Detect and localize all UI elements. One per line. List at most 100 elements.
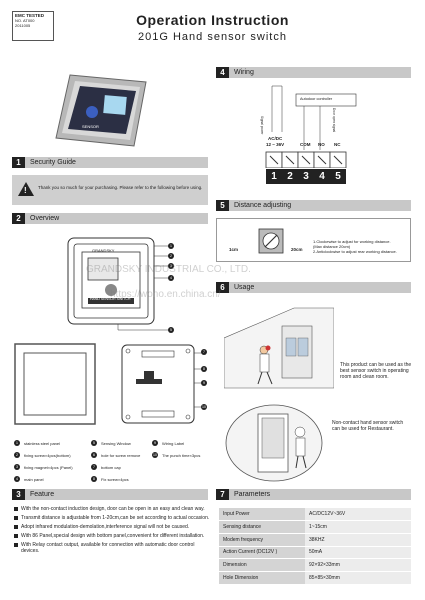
power-label: AC/DC <box>268 136 283 141</box>
front-panel-drawing <box>67 237 168 331</box>
param-value: 92×92×33mm <box>305 558 411 572</box>
callout-1: 1 <box>168 243 174 249</box>
device-label: HAND SENSOR SWITCH <box>90 297 131 301</box>
usage-operating-room-illustration <box>224 307 334 389</box>
com-label: COM <box>300 142 311 147</box>
usage-note-2: Non-contact hand sensor switch can be us… <box>332 420 404 432</box>
terminal-4: 4 <box>314 169 330 184</box>
section-label: Parameters <box>234 491 271 498</box>
param-value: AC/DC12V~36V <box>305 508 411 522</box>
callout-7: 7 <box>201 349 207 355</box>
section-label: Distance adjusting <box>234 202 292 209</box>
legend-num: 3 <box>14 464 20 470</box>
warning-icon: ! <box>18 182 34 196</box>
signal-power-label: Signal power <box>260 116 264 135</box>
svg-text:SENSOR: SENSOR <box>82 124 99 129</box>
param-key: Hole Dimension <box>219 571 305 585</box>
param-value: 85×85×30mm <box>305 571 411 585</box>
legend-text: stainless steel panel <box>24 441 61 446</box>
section-number: 4 <box>216 67 229 78</box>
param-value: 1~15cm <box>305 520 411 534</box>
legend-text: Wiring Label <box>162 441 185 446</box>
section-label: Overview <box>30 215 60 222</box>
callout-8: 8 <box>201 366 207 372</box>
feature-item: Transmit distance is adjustable from 1-2… <box>14 515 214 521</box>
distance-note-2: 2.Anticlockwise to adjust rear working d… <box>313 249 397 254</box>
legend-num: 2 <box>14 452 20 458</box>
section-number: 1 <box>12 157 25 168</box>
callout-4: 4 <box>168 275 174 281</box>
section-feature: 3 Feature <box>12 489 208 500</box>
legend-text: fixing screw×4pcs(bottom) <box>24 453 71 458</box>
page-subtitle: 201G Hand sensor switch <box>138 31 287 43</box>
watermark-line-1: GRANDSKY INDUSTRIAL CO., LTD. <box>86 264 251 275</box>
callout-9: 9 <box>201 380 207 386</box>
section-security-guide: 1 Security Guide <box>12 157 208 168</box>
section-parameters: 7 Parameters <box>216 489 411 500</box>
adjust-knob-icon <box>258 228 284 254</box>
emc-line1: NO. AT000 <box>15 18 35 23</box>
square-panel-drawing <box>14 343 96 425</box>
terminal-3: 3 <box>298 169 314 184</box>
legend-num: 5 <box>91 440 97 446</box>
terminal-2: 2 <box>282 169 298 184</box>
distance-max: 20cm <box>291 247 303 252</box>
legend-text: Fix screw×4pcs <box>101 477 129 482</box>
voltage-label: 12 ~ 36V <box>266 142 285 147</box>
legend-num: 9 <box>152 440 158 446</box>
section-overview: 2 Overview <box>12 213 208 224</box>
section-distance: 5 Distance adjusting <box>216 200 411 211</box>
controller-label: Autodoor controller <box>300 97 333 101</box>
product-photo: SENSOR <box>55 74 147 147</box>
legend-text: bottom cap <box>101 465 121 470</box>
section-number: 2 <box>12 213 25 224</box>
nc-label: NC <box>334 142 341 147</box>
distance-note-1: 1.Clockewise to adjust for working dista… <box>313 239 391 244</box>
security-guide-box: ! Thank you so much for your purchasing.… <box>12 175 208 205</box>
callout-5: 5 <box>168 327 174 333</box>
door-signal-label: Door open signal <box>332 108 336 133</box>
section-label: Usage <box>234 284 255 291</box>
feature-item: With the non-contact induction design, d… <box>14 506 214 512</box>
callout-10: 10 <box>201 404 207 410</box>
legend-num: 10 <box>152 452 158 458</box>
wiring-diagram <box>265 85 357 168</box>
rear-drawing <box>121 344 202 424</box>
device-top-label: GRANDSKY <box>92 248 115 253</box>
table-row: Action Current (DC12V )50mA <box>219 546 411 560</box>
no-label: NO <box>318 142 325 147</box>
section-label: Wiring <box>234 69 254 76</box>
callout-3: 3 <box>168 263 174 269</box>
legend-text: main panel <box>24 477 44 482</box>
legend-num: 8 <box>91 476 97 482</box>
parts-legend: 1 stainless steel panel 2 fixing screw×4… <box>14 440 214 482</box>
param-key: Dimension <box>219 558 305 572</box>
legend-text: The punch time×3pcs <box>162 453 201 458</box>
emc-badge: EMC TESTED NO. AT000 2011005 <box>12 11 54 41</box>
feature-list: With the non-contact induction design, d… <box>14 506 214 557</box>
emc-title: EMC TESTED <box>15 13 45 18</box>
legend-num: 4 <box>14 476 20 482</box>
distance-note-1b: (Max distance 20cm) <box>313 244 351 249</box>
terminal-1: 1 <box>266 169 282 184</box>
param-value: 38KHZ <box>305 533 411 547</box>
security-text: Thank you so much for your purchasing. P… <box>38 185 203 190</box>
section-number: 3 <box>12 489 25 500</box>
param-key: Modem frequency <box>219 533 305 547</box>
legend-num: 6 <box>91 452 97 458</box>
usage-note-1: This product can be used as the best sen… <box>340 362 412 380</box>
terminal-5: 5 <box>330 169 346 184</box>
section-label: Feature <box>30 491 55 498</box>
section-number: 6 <box>216 282 229 293</box>
param-key: Sensing distance <box>219 520 305 534</box>
feature-item: With Relay contact output, available for… <box>14 542 214 554</box>
emc-line2: 2011005 <box>15 23 31 28</box>
legend-text: hole for screw remove <box>101 453 141 458</box>
section-number: 7 <box>216 489 229 500</box>
section-label: Security Guide <box>30 159 76 166</box>
